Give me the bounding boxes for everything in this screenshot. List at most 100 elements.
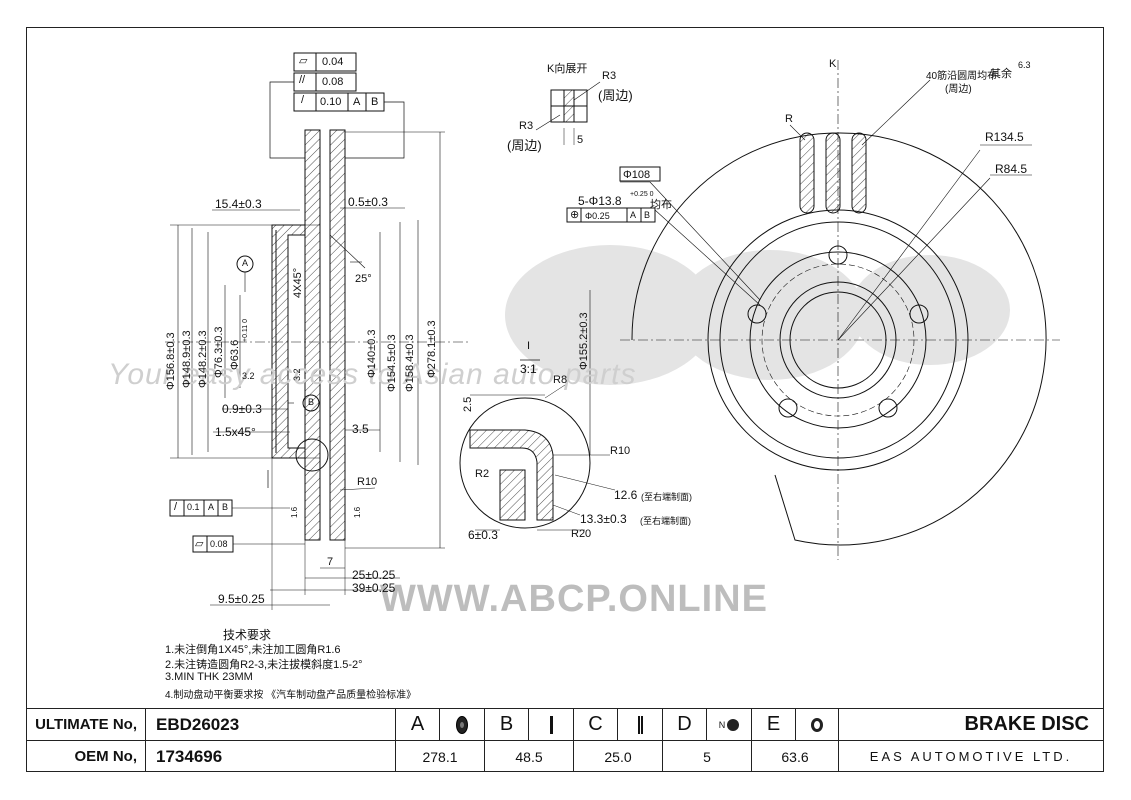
col-b-header: B <box>485 709 529 741</box>
dim-r84: R84.5 <box>995 162 1028 176</box>
dim-chamfer: 4X45° <box>292 267 304 298</box>
oem-label: OEM No, <box>27 741 146 772</box>
col-e-value: 63.6 <box>752 741 839 772</box>
dim-hat-offset: 15.4±0.3 <box>215 197 262 211</box>
detail-2-5: 2.5 <box>462 396 474 412</box>
detail-r10: R10 <box>610 445 631 457</box>
dim-d155: Φ155.2±0.3 <box>578 312 590 370</box>
k-width: 5 <box>577 134 584 146</box>
detail-scale: 3:1 <box>520 362 537 376</box>
dim-t1: 1.6 <box>353 506 362 518</box>
dim-c09: 0.9±0.3 <box>222 402 262 416</box>
flatness-symbol-icon: ▱ <box>299 55 308 67</box>
ultimate-value: EBD26023 <box>146 709 396 741</box>
col-b-value: 48.5 <box>485 741 574 772</box>
vents-note: 40筋沿圆周均布 <box>926 71 998 82</box>
dim-d158: Φ158.4±0.3 <box>404 334 416 392</box>
detail-12-6: 12.6 <box>614 488 638 502</box>
pos-datum-b: B <box>644 210 651 220</box>
k-view-label: K向展开 <box>547 63 588 75</box>
front-view <box>566 60 1060 560</box>
dim-holes: 5-Φ13.8 <box>578 194 622 208</box>
dim-r134: R134.5 <box>985 130 1024 144</box>
eas-watermark-logo <box>505 245 1010 385</box>
dim-holes-note: 均布 <box>650 199 672 211</box>
detail-12-6-note: (至右端制面) <box>641 492 692 502</box>
vents-rough: 6.3 <box>1018 60 1031 70</box>
dim-w25: 25±0.25 <box>352 568 396 582</box>
dim-d76: Φ76.3±0.3 <box>213 326 225 378</box>
vents-rest: 其余 <box>990 68 1012 80</box>
dim-holes-tol: +0.25 0 <box>630 191 654 198</box>
center-bore-icon <box>796 709 839 741</box>
watermark-site: WWW.ABCP.ONLINE <box>380 578 768 620</box>
dim-r10: R10 <box>357 476 378 488</box>
parallel-symbol-icon: // <box>299 74 306 86</box>
dim-d148-9: Φ148.9±0.3 <box>181 330 193 388</box>
vents-around: (周边) <box>945 84 972 95</box>
bolt-holes-icon: N <box>707 709 752 741</box>
thickness-icon <box>618 709 663 741</box>
dim-d63-tol: +0.11 0 <box>242 318 249 342</box>
dim-d148-2: Φ148.2±0.3 <box>197 330 209 388</box>
parallelism-value: 0.08 <box>322 76 344 88</box>
k-view-detail <box>535 81 601 145</box>
dim-w39: 39±0.25 <box>352 581 396 595</box>
disc-diameter-icon <box>440 709 485 741</box>
flatness-value: 0.04 <box>322 56 344 68</box>
dim-d154: Φ154.5±0.3 <box>386 334 398 392</box>
col-d-header: D <box>663 709 707 741</box>
dim-c15: 1.5x45° <box>215 425 256 439</box>
dim-c35: 3.5 <box>352 422 369 436</box>
dim-d63: Φ63.6 <box>229 339 241 370</box>
left-runout-symbol-icon: / <box>174 501 178 513</box>
k-r3-a-note: (周边) <box>598 88 633 103</box>
dim-face-offset: 0.5±0.3 <box>348 195 388 209</box>
dim-d140: Φ140±0.3 <box>366 329 378 378</box>
left-runout-value: 0.1 <box>187 502 200 512</box>
rough-mid: 3.2 <box>292 368 302 381</box>
dim-w95: 9.5±0.25 <box>218 592 265 606</box>
notes-line-2: 2.未注铸造圆角R2-3,未注拔模斜度1.5-2° <box>165 659 363 671</box>
k-r3-b: R3 <box>519 120 534 132</box>
detail-r2: R2 <box>475 468 490 480</box>
section-view <box>165 52 470 610</box>
detail-i-view <box>459 290 616 531</box>
runout-value: 0.10 <box>320 96 342 108</box>
detail-6: 6±0.3 <box>468 528 498 542</box>
rough-left: 3.2 <box>242 371 255 381</box>
datum-a-ref: A <box>353 96 361 108</box>
pos-datum-a: A <box>630 210 637 220</box>
col-a-value: 278.1 <box>396 741 485 772</box>
datum-a-circle: A <box>242 258 249 268</box>
detail-13-3: 13.3±0.3 <box>580 512 627 526</box>
k-arrow-label: K <box>829 58 837 70</box>
technical-drawing <box>165 52 1060 610</box>
pos-tol-value: Φ0.25 <box>585 211 610 221</box>
notes-line-4: 4.制动盘动平衡要求按 《汽车制动盘产品质量检验标准》 <box>165 690 417 701</box>
oem-value: 1734696 <box>146 741 396 772</box>
col-c-header: C <box>574 709 618 741</box>
notes-line-1: 1.未注倒角1X45°,未注加工圆角R1.6 <box>165 644 341 656</box>
dim-d156: Φ156.8±0.3 <box>165 332 177 390</box>
notes-title: 技术要求 <box>223 628 272 642</box>
col-d-value: 5 <box>663 741 752 772</box>
runout-symbol-icon: / <box>301 94 305 106</box>
title-block: ULTIMATE No, EBD26023 A B C D N E BRAKE … <box>26 708 1104 772</box>
detail-13-3-note: (至右端制面) <box>640 516 691 526</box>
col-a-header: A <box>396 709 440 741</box>
detail-r20: R20 <box>571 528 592 540</box>
height-icon <box>529 709 574 741</box>
dim-w7: 7 <box>327 556 334 568</box>
left-flatness-symbol-icon: ▱ <box>195 538 204 550</box>
detail-number: I <box>527 340 531 352</box>
company-name: EAS AUTOMOTIVE LTD. <box>869 749 1073 764</box>
detail-r8: R8 <box>553 374 568 386</box>
col-e-header: E <box>752 709 796 741</box>
left-datum-a: A <box>208 502 215 512</box>
left-datum-b: B <box>222 502 229 512</box>
dim-t16: 1.6 <box>290 506 299 518</box>
datum-b-circle: B <box>308 397 315 407</box>
col-c-value: 25.0 <box>574 741 663 772</box>
dim-d278: Φ278.1±0.3 <box>426 320 438 378</box>
